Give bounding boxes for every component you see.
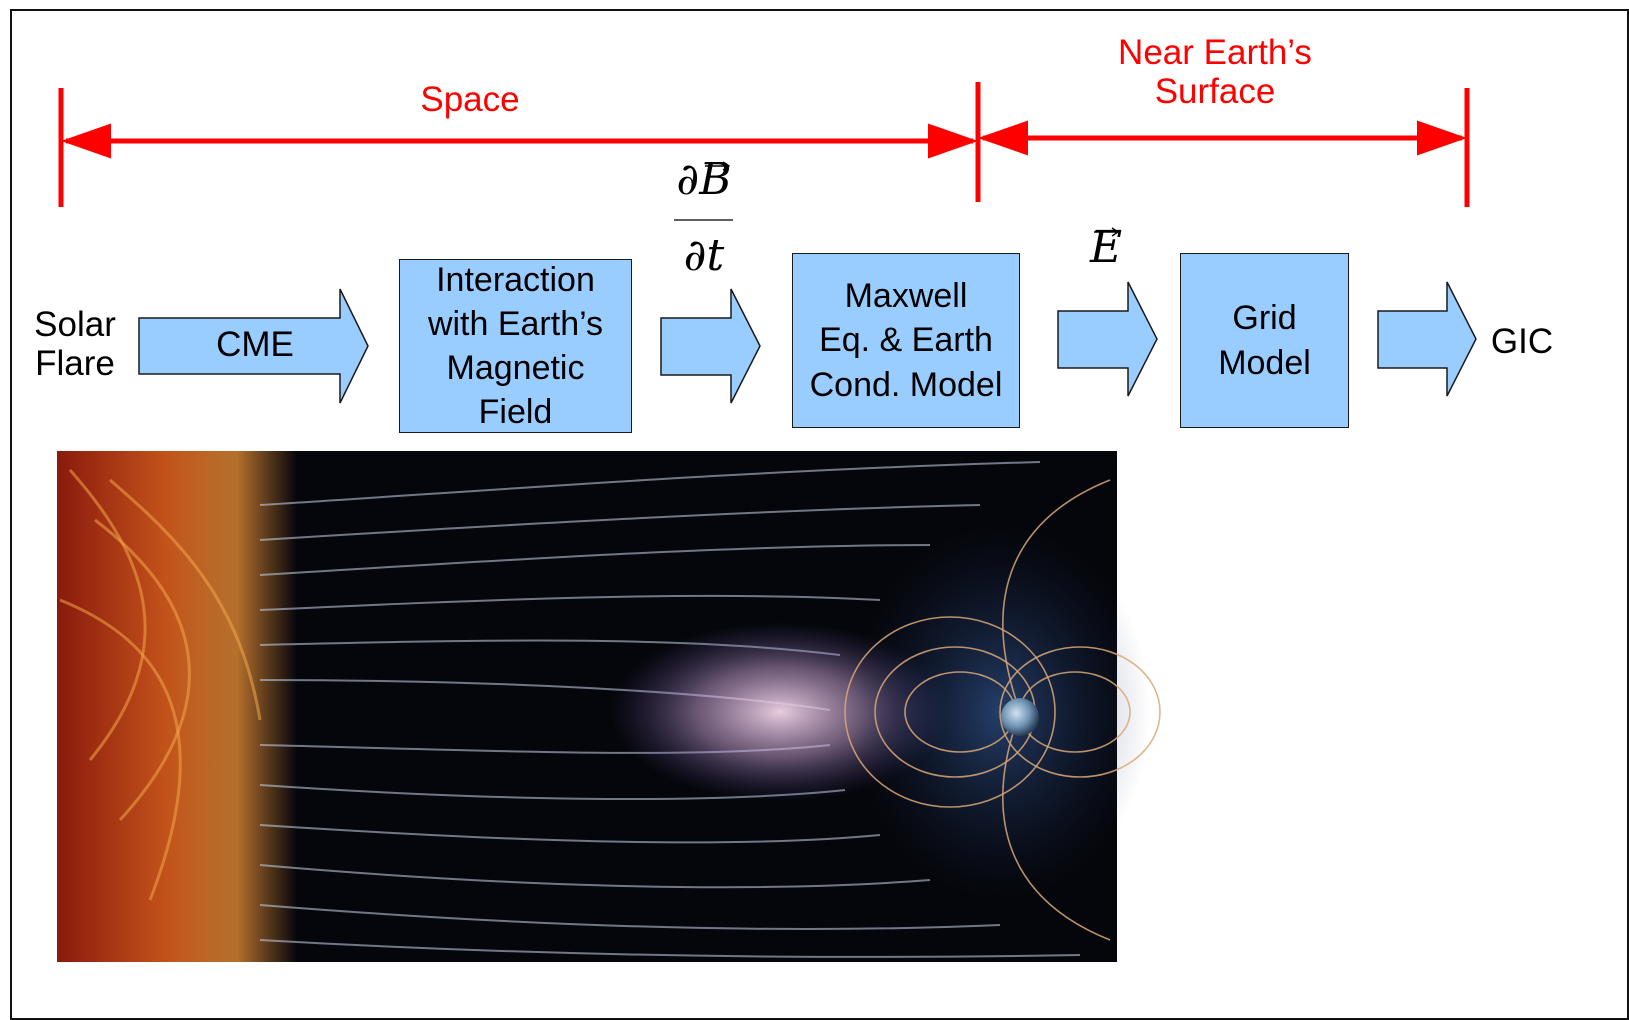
grid-model-label: Grid Model bbox=[1218, 299, 1311, 382]
solar-flare-label: Solar Flare bbox=[34, 305, 116, 384]
flow-arrow-db-dt bbox=[660, 288, 761, 404]
maxwell-model-label: Maxwell Eq. & Earth Cond. Model bbox=[809, 277, 1003, 404]
vector-arrow-e bbox=[1094, 227, 1120, 237]
dt-denominator: ∂t bbox=[683, 230, 725, 281]
magnetosphere-illustration bbox=[57, 451, 1161, 962]
sun-surface bbox=[57, 451, 297, 962]
near-earth-range-label: Near Earth’s Surface bbox=[1118, 33, 1312, 112]
cme-arrow bbox=[138, 288, 369, 404]
earth bbox=[1001, 698, 1039, 736]
field-lines bbox=[844, 479, 1161, 941]
range-near-earth bbox=[978, 88, 1470, 207]
flow-arrow-gic bbox=[1377, 281, 1477, 397]
magnetic-interaction-box: Interaction with Earth’s Magnetic Field bbox=[399, 259, 632, 433]
grid-model-box: Grid Model bbox=[1180, 253, 1349, 428]
vector-arrow-b bbox=[705, 161, 731, 171]
magnetic-interaction-label: Interaction with Earth’s Magnetic Field bbox=[427, 260, 604, 432]
gic-label: GIC bbox=[1490, 322, 1554, 361]
solar-flare-strands bbox=[59, 469, 262, 901]
space-range-label: Space bbox=[420, 80, 520, 119]
db-numerator: ∂B bbox=[676, 154, 732, 205]
diagram-frame bbox=[10, 9, 1629, 1020]
cme-label: CME bbox=[216, 325, 294, 364]
flow-arrow-e-field bbox=[1057, 281, 1158, 397]
maxwell-model-box: Maxwell Eq. & Earth Cond. Model bbox=[792, 253, 1020, 428]
e-field-label: E bbox=[1089, 222, 1123, 273]
